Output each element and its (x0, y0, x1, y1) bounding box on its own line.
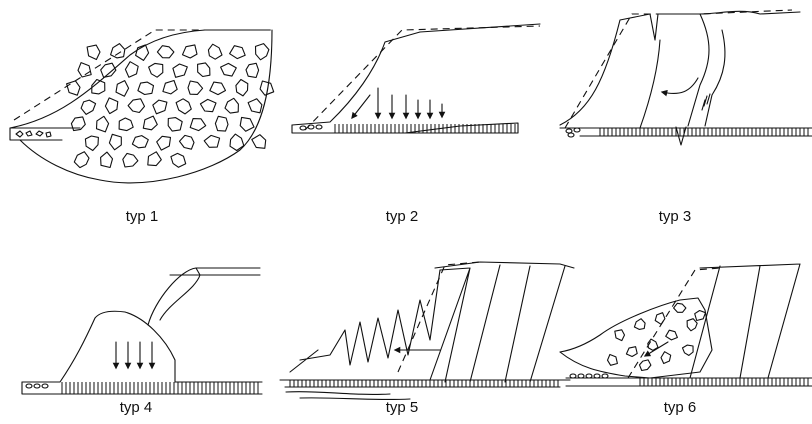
label-typ5: typ 5 (352, 399, 452, 416)
rubble-small (16, 131, 51, 137)
hatched-stratum (640, 378, 808, 386)
hatched-stratum (600, 128, 808, 136)
hatched-stratum (290, 380, 558, 387)
debris-boulders (608, 303, 706, 370)
label-typ3: typ 3 (625, 208, 725, 225)
hatched-stratum (335, 124, 515, 133)
label-typ4: typ 4 (86, 399, 186, 416)
panel-typ1-drawing (10, 30, 274, 183)
panel-typ2-drawing (292, 24, 540, 133)
rubble-blocks (67, 44, 274, 168)
panel-typ3-drawing (560, 10, 812, 145)
label-typ6: typ 6 (630, 399, 730, 416)
label-typ1: typ 1 (92, 208, 192, 225)
panel-typ4-drawing (22, 268, 262, 394)
panel-typ6-drawing (560, 264, 812, 386)
subsidence-arrows (352, 88, 442, 118)
collapse-arrows (116, 342, 152, 368)
hatched-stratum (62, 382, 258, 394)
panel-typ5-drawing (280, 262, 574, 400)
label-typ2: typ 2 (352, 208, 452, 225)
